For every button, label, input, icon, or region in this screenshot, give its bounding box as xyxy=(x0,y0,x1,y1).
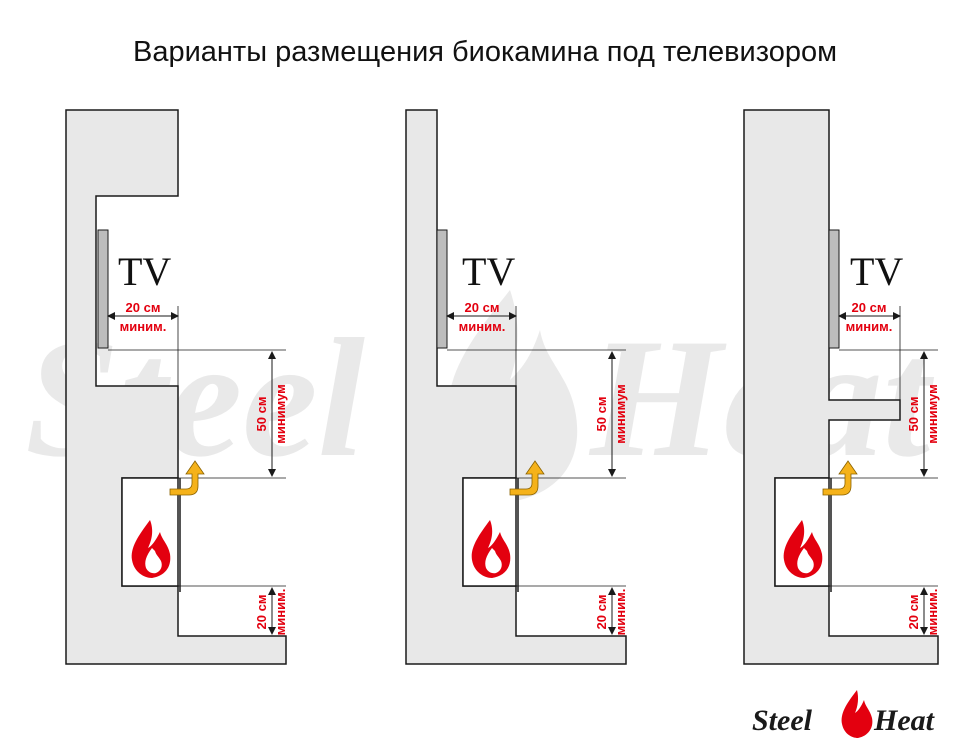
brand-word-heat: Heat xyxy=(873,704,936,737)
heat-arrow-icon xyxy=(822,460,858,496)
height-value-label: 50 см xyxy=(254,397,269,432)
tv-label: TV xyxy=(850,249,903,294)
gap-word-label: миним. xyxy=(120,319,167,334)
gap-word-label: миним. xyxy=(846,319,893,334)
brand-logo: Steel Heat xyxy=(752,690,936,738)
tv-panel xyxy=(436,229,448,349)
brand-word-steel: Steel xyxy=(752,704,813,737)
gap-value-label: 20 см xyxy=(465,300,500,315)
floor-gap-word-label: миним. xyxy=(613,589,628,636)
page-title: Варианты размещения биокамина под телеви… xyxy=(133,36,837,68)
floor-gap-value-label: 20 см xyxy=(254,595,269,630)
floor-gap-value-label: 20 см xyxy=(594,595,609,630)
height-word-label: минимум xyxy=(925,384,940,444)
brand-flame-icon xyxy=(841,690,873,738)
floor-gap-word-label: миним. xyxy=(925,589,940,636)
flame-inner-icon xyxy=(145,548,162,574)
tv-panel xyxy=(828,229,840,349)
height-word-label: минимум xyxy=(613,384,628,444)
flame-inner-icon xyxy=(485,548,502,574)
height-value-label: 50 см xyxy=(594,397,609,432)
floor-gap-word-label: миним. xyxy=(273,589,288,636)
variant-1: TV 20 см миним. 50 см минимум 20 см мини… xyxy=(65,109,288,665)
gap-value-label: 20 см xyxy=(126,300,161,315)
gap-value-label: 20 см xyxy=(852,300,887,315)
heat-arrow-icon xyxy=(509,460,545,496)
height-value-label: 50 см xyxy=(906,397,921,432)
tv-panel xyxy=(97,229,109,349)
tv-label: TV xyxy=(462,249,515,294)
height-word-label: минимум xyxy=(273,384,288,444)
floor-gap-value-label: 20 см xyxy=(906,595,921,630)
heat-arrow-icon xyxy=(169,460,205,496)
flame-inner-icon xyxy=(797,548,814,574)
variant-2: TV 20 см миним. 50 см минимум 20 см мини… xyxy=(405,109,628,665)
gap-word-label: миним. xyxy=(459,319,506,334)
variant-3: TV 20 см миним. 50 см минимум 20 см мини… xyxy=(743,109,940,665)
tv-label: TV xyxy=(118,249,171,294)
